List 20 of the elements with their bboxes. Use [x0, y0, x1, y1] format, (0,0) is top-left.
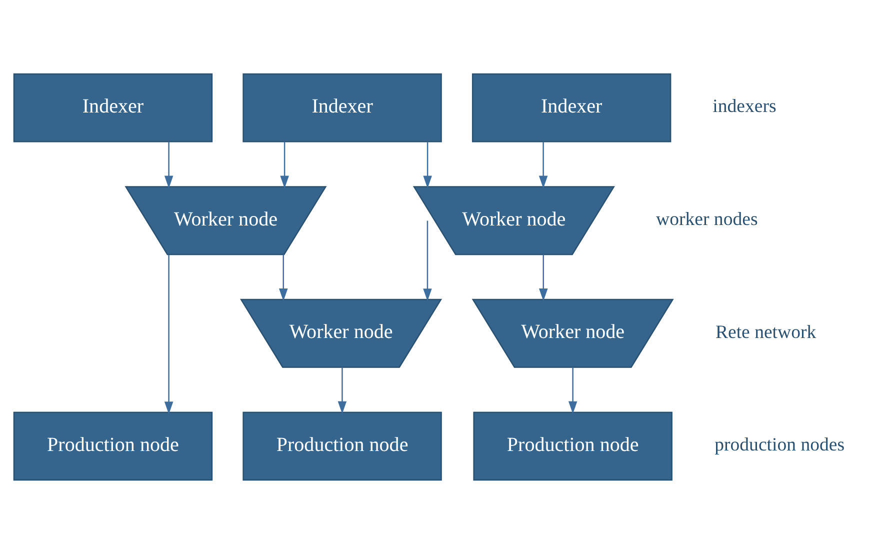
label: worker nodes — [656, 209, 758, 230]
node-box: Production node — [242, 412, 442, 481]
arrow — [423, 220, 432, 302]
label: indexers — [712, 96, 776, 118]
arrow — [539, 254, 548, 302]
arrow — [164, 142, 174, 188]
arrow — [538, 142, 548, 188]
node-box: Indexer — [242, 73, 442, 142]
node-box: Indexer — [13, 73, 213, 142]
arrow — [423, 142, 432, 188]
node-box: Indexer — [472, 73, 672, 142]
arrow — [164, 254, 174, 414]
arrow — [338, 367, 347, 414]
arrow — [279, 254, 288, 302]
label: Rete network — [715, 322, 816, 343]
node-box: Production node — [473, 412, 672, 481]
node-box: Production node — [13, 412, 213, 481]
label: production nodes — [714, 434, 845, 456]
arrow — [568, 367, 578, 414]
arrow — [280, 142, 289, 188]
